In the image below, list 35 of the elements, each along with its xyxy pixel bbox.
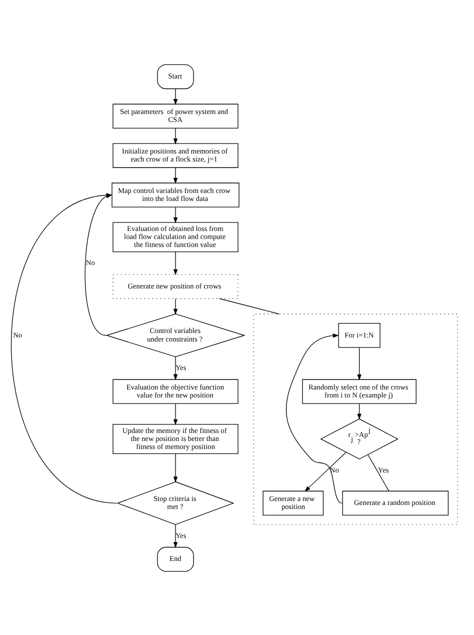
node-box: End (157, 546, 194, 572)
arrow (357, 402, 362, 420)
node-box: Update the memory if the fitness of the new position is better than fitness of memory position (112, 423, 238, 454)
node-box: Generate a new position (262, 490, 324, 516)
node-box: Initialize positions and memories of each crow of a flock size, j=1 (112, 142, 238, 168)
arrow (173, 127, 178, 144)
node-diamond: Stop criteria is met ? (116, 480, 234, 524)
edge-label: No (86, 258, 95, 267)
arrow (357, 346, 362, 380)
node-box: Generate a random position (342, 490, 449, 516)
arrow (173, 402, 178, 425)
node-box: Evaluation of obtained loss from load flow calculation and compute the fitness of function value (112, 222, 238, 252)
node-box: Set parameters of power system and CSA (112, 103, 238, 128)
edge-label: No (13, 330, 22, 339)
node-box: Evaluation the objective function value for the new position (112, 378, 238, 404)
node-box: For i=1:N (338, 322, 380, 348)
node-box: Randomly select one of the crows from i to N (example j) (302, 378, 416, 404)
arrow (304, 452, 346, 492)
arrow (173, 206, 178, 223)
arrow (173, 524, 178, 548)
edge-label: Yes (378, 464, 389, 474)
node-box: Map control variables from each crow into the load flow data (112, 182, 240, 207)
arrow (286, 332, 342, 503)
connector (368, 454, 390, 491)
arrow (173, 88, 178, 105)
arrow (173, 453, 178, 482)
cluster (253, 313, 458, 524)
arrow (173, 356, 178, 380)
arrow (173, 251, 178, 275)
arrow (173, 298, 178, 314)
connector (219, 298, 280, 314)
node-diamond: Control variables under constraints ? (106, 313, 246, 357)
node-box: Generate new position of crows (112, 274, 238, 298)
arrow (173, 166, 178, 184)
node-box: Start (157, 64, 194, 89)
